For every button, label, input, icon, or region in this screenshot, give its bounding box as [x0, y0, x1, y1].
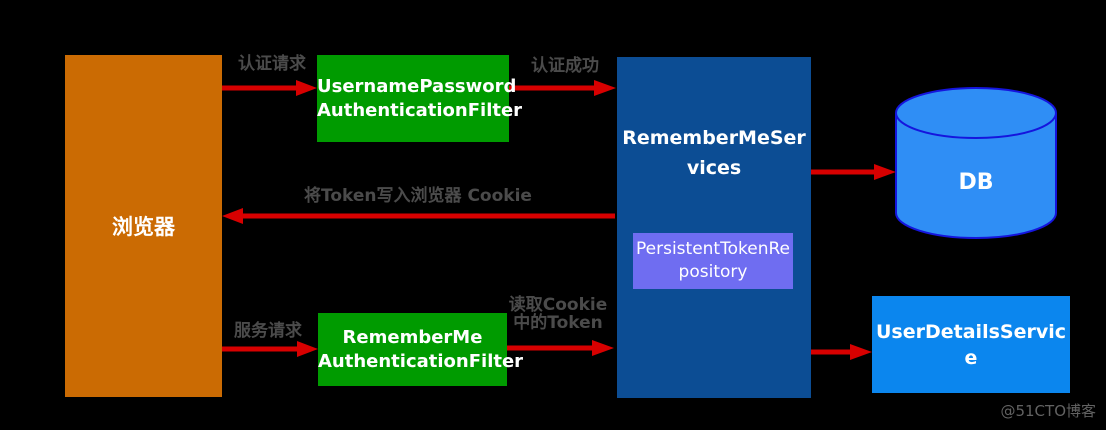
node-persistent-token-repository: PersistentTokenRe pository [633, 233, 793, 289]
node-label-line: vices [686, 157, 742, 179]
node-label-line: UserDetailsServic [876, 320, 1066, 343]
edge-label-line: 读取Cookie [508, 295, 608, 315]
arrow-write-token-cookie [222, 208, 615, 224]
node-label-line: UsernamePassword [317, 75, 517, 97]
edge-label-read-cookie-token: 读取Cookie 中的Token [505, 296, 611, 332]
node-browser-label: 浏览器 [112, 215, 175, 239]
node-username-password-authentication-filter: UsernamePassword AuthenticationFilter [317, 55, 523, 142]
node-label-line: AuthenticationFilter [317, 99, 523, 121]
node-label-line: pository [678, 262, 748, 282]
arrow-read-cookie-token [507, 340, 614, 356]
node-label-line: AuthenticationFilter [318, 350, 524, 372]
db-cylinder [895, 87, 1057, 239]
arrow-services-to-db [811, 164, 896, 180]
node-label-line: PersistentTokenRe [636, 239, 790, 259]
watermark: @51CTO博客 [1000, 402, 1096, 420]
node-remember-me-services: RememberMeSer vices [617, 57, 811, 398]
db-cylinder-body [895, 113, 1057, 239]
node-label-line: e [964, 346, 978, 369]
arrow-service-request [222, 341, 318, 357]
db-cylinder-top [895, 87, 1057, 139]
arrow-auth-success [509, 80, 616, 96]
node-browser: 浏览器 [65, 55, 222, 397]
arrow-auth-request [222, 80, 317, 96]
edge-label-service-request: 服务请求 [234, 321, 302, 341]
node-label-line: RememberMe [342, 326, 483, 348]
node-remember-me-authentication-filter: RememberMe AuthenticationFilter [318, 313, 524, 386]
edge-label-auth-success: 认证成功 [531, 56, 599, 76]
node-user-details-service: UserDetailsServic e [872, 296, 1070, 393]
node-label-line: RememberMeSer [622, 127, 806, 149]
node-db-label: DB [958, 170, 994, 195]
arrow-services-to-user-details [811, 344, 872, 360]
edge-label-auth-request: 认证请求 [238, 54, 306, 74]
edge-label-line: 中的Token [513, 313, 603, 333]
edge-label-write-token-cookie: 将Token写入浏览器 Cookie [304, 186, 532, 206]
